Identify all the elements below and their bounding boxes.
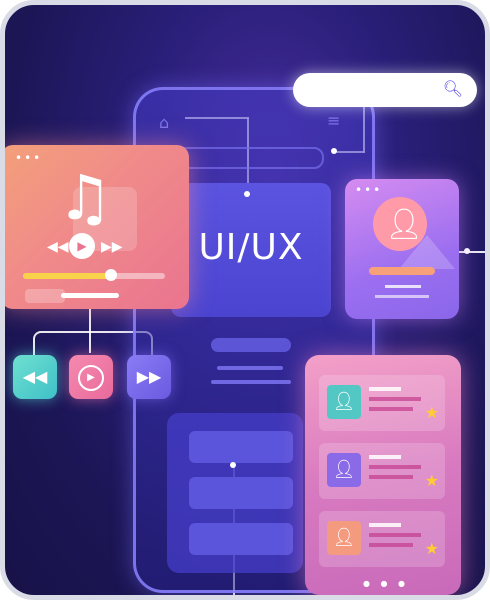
text-placeholder [211, 380, 291, 384]
text-placeholder [369, 523, 401, 527]
decor-bar [61, 293, 119, 298]
user-icon: 👤︎ [327, 521, 361, 555]
text-placeholder [369, 455, 401, 459]
hero-card: UI/UX [171, 183, 331, 317]
text-placeholder [375, 295, 429, 298]
list-item[interactable]: 👤︎ ★ [319, 511, 445, 567]
phone-search-bar [170, 147, 324, 169]
text-placeholder [217, 366, 283, 370]
hero-title: UI/UX [198, 227, 304, 268]
avatar [373, 197, 427, 251]
text-placeholder [385, 285, 421, 288]
list-row-placeholder [189, 431, 293, 463]
text-placeholder [369, 407, 413, 411]
text-placeholder [369, 533, 421, 537]
music-note-icon: ♫ [57, 161, 113, 234]
name-placeholder [369, 267, 435, 275]
connector-dot [230, 462, 236, 468]
connector-line [89, 331, 91, 353]
rewind-button[interactable]: ◀◀ [13, 355, 57, 399]
star-icon[interactable]: ★ [424, 403, 439, 422]
user-icon: 👤︎ [385, 207, 424, 242]
star-icon[interactable]: ★ [424, 471, 439, 490]
menu-icon: ≡ [327, 111, 341, 130]
text-placeholder [369, 387, 401, 391]
list-item[interactable]: 👤︎ ★ [319, 443, 445, 499]
fast-forward-icon: ▶▶ [136, 367, 162, 386]
profile-card: ••• 👤︎ [345, 179, 459, 319]
connector-line [459, 251, 485, 253]
user-icon: 👤︎ [327, 453, 361, 487]
connector-dot [244, 191, 250, 197]
decor-block [25, 289, 65, 303]
phone-button-placeholder [211, 338, 291, 352]
pagination-dots[interactable]: ● ● ● [363, 579, 410, 588]
next-icon[interactable]: ▶▶ [101, 239, 123, 255]
phone-list-panel [167, 413, 303, 573]
connector-dot [464, 248, 470, 254]
list-row-placeholder [189, 523, 293, 555]
connector-dot [331, 148, 337, 154]
text-placeholder [369, 475, 413, 479]
play-button[interactable]: ▶ [69, 355, 113, 399]
search-bar[interactable]: 🔍︎ [293, 73, 477, 107]
text-placeholder [369, 465, 421, 469]
home-icon: ⌂ [159, 113, 170, 132]
progress-bar[interactable] [23, 269, 165, 281]
text-placeholder [369, 543, 413, 547]
prev-icon[interactable]: ◀◀ [47, 239, 69, 255]
list-card: 👤︎ ★ 👤︎ ★ 👤︎ ★ [305, 355, 461, 595]
list-item[interactable]: 👤︎ ★ [319, 375, 445, 431]
window-dots: ••• [355, 183, 383, 197]
play-icon[interactable]: ▶ [69, 233, 95, 259]
connector-line [89, 309, 91, 331]
fast-forward-button[interactable]: ▶▶ [127, 355, 171, 399]
music-player-card: ••• ♫ ◀◀ ▶ ▶▶ [5, 145, 189, 309]
progress-fill [23, 273, 112, 279]
progress-knob[interactable] [105, 269, 118, 281]
user-icon: 👤︎ [327, 385, 361, 419]
play-icon: ▶ [78, 364, 104, 391]
window-dots: ••• [15, 151, 43, 165]
rewind-icon: ◀◀ [22, 367, 48, 386]
star-icon[interactable]: ★ [424, 539, 439, 558]
text-placeholder [369, 397, 421, 401]
list-row-placeholder [189, 477, 293, 509]
search-icon[interactable]: 🔍︎ [442, 79, 463, 98]
